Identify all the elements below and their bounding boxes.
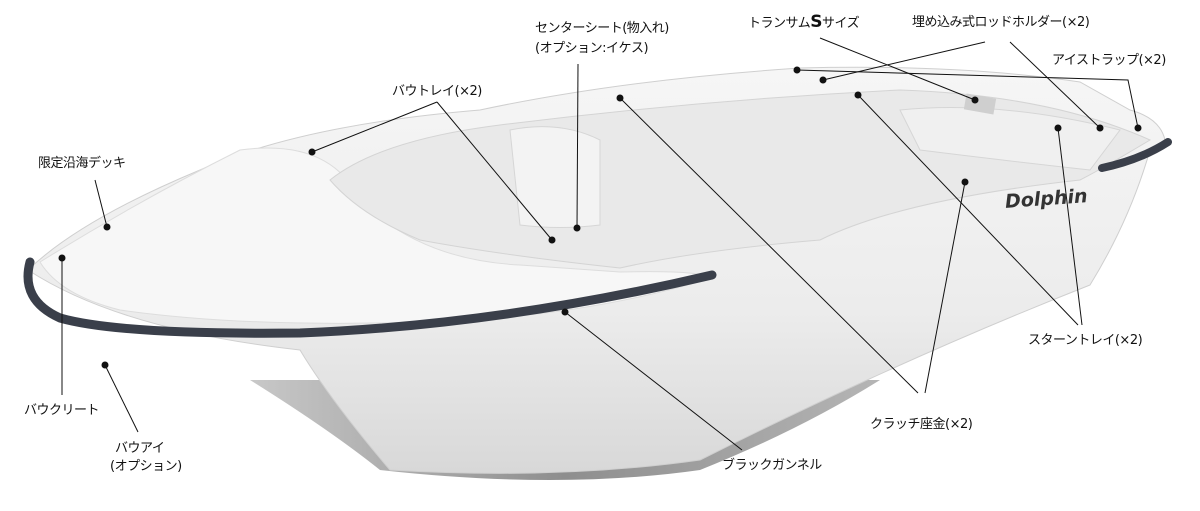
label-transom: トランサムSサイズ	[748, 12, 860, 33]
black-gunnel	[23, 257, 717, 338]
label-center-seat-option: (オプション:イケス)	[535, 41, 649, 56]
label-rod-holder: 埋め込み式ロッドホルダー(×2)	[912, 15, 1090, 30]
leader-dots	[58, 66, 1142, 369]
label-bow-tray: バウトレイ(×2)	[392, 84, 482, 99]
label-gunnel: ブラックガンネル	[722, 458, 822, 473]
label-bow-eye-option: (オプション)	[110, 459, 182, 474]
label-bow-cleat: バウクリート	[24, 403, 100, 418]
center-seat	[509, 126, 601, 228]
label-eye-strap: アイストラップ(×2)	[1052, 53, 1166, 68]
transom-pre: トランサム	[748, 16, 811, 31]
label-center-seat: センターシート(物入れ)	[535, 21, 669, 36]
leader-lines	[61, 37, 1139, 451]
label-deck: 限定沿海デッキ	[38, 156, 126, 171]
label-clutch: クラッチ座金(×2)	[870, 417, 973, 432]
transom-s: S	[810, 12, 822, 32]
bow-deck	[39, 147, 714, 324]
label-stern-tray: スターントレイ(×2)	[1028, 333, 1143, 348]
transom-post: サイズ	[822, 16, 860, 31]
black-gunnel-stern	[1098, 138, 1172, 172]
label-bow-eye: バウアイ	[115, 441, 165, 456]
